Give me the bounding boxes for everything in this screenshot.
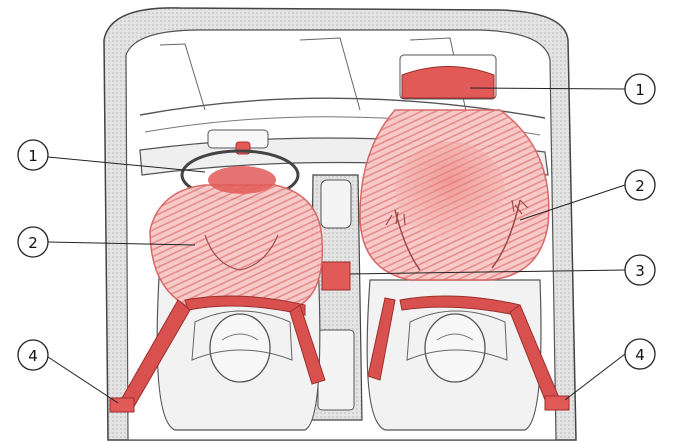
callout-passenger-airbag-deployed: 2	[625, 170, 655, 200]
passenger-airbag-module	[402, 67, 494, 99]
svg-text:4: 4	[28, 347, 38, 365]
svg-text:1: 1	[635, 81, 645, 99]
airbag-control-unit-box	[322, 262, 350, 290]
callout-driver-airbag-deployed: 2	[18, 227, 48, 257]
svg-text:2: 2	[635, 177, 645, 195]
callout-passenger-airbag: 1	[625, 74, 655, 104]
svg-text:2: 2	[28, 234, 38, 252]
svg-text:3: 3	[635, 262, 645, 280]
callout-airbag-control-unit: 3	[625, 255, 655, 285]
callout-driver-airbag: 1	[18, 140, 48, 170]
callout-passenger-belt-pretensioner: 4	[625, 339, 655, 369]
driver-airbag-module	[208, 166, 276, 194]
callout-driver-belt-pretensioner: 4	[18, 340, 48, 370]
svg-text:4: 4	[635, 346, 645, 364]
passenger-pretensioner-box	[545, 396, 569, 410]
svg-text:1: 1	[28, 147, 38, 165]
